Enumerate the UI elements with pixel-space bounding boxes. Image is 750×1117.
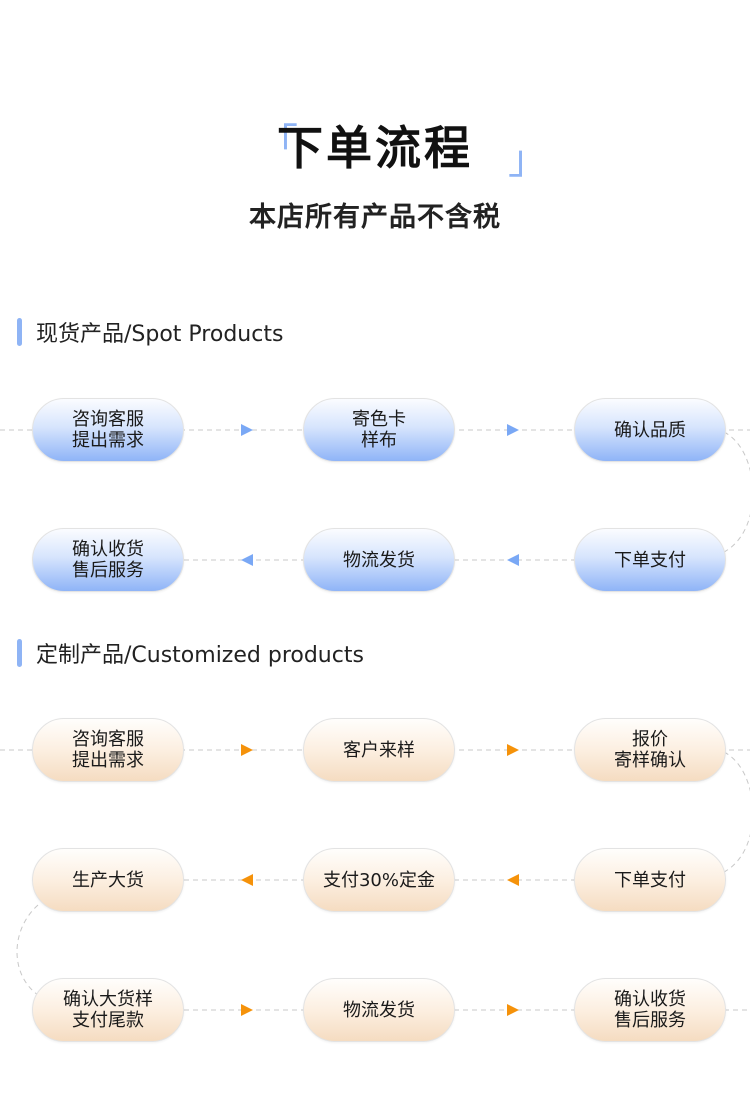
step-customer-sample: 客户来样 <box>303 718 455 782</box>
arrow-right-icon <box>507 744 519 756</box>
arrow-left-icon <box>507 874 519 886</box>
arrow-right-icon <box>241 1004 253 1016</box>
step-consult: 咨询客服 提出需求 <box>32 718 184 782</box>
arrow-right-icon <box>507 1004 519 1016</box>
step-shipping: 物流发货 <box>303 978 455 1042</box>
section-header-custom: 定制产品/Customized products <box>17 638 364 668</box>
title-bracket-close: 」 <box>508 137 548 183</box>
step-place-order: 下单支付 <box>574 528 726 592</box>
step-quote-sample: 报价 寄样确认 <box>574 718 726 782</box>
arrow-left-icon <box>241 874 253 886</box>
step-pay-deposit: 支付30%定金 <box>303 848 455 912</box>
page-title: 下单流程 <box>277 121 473 175</box>
title-bracket-open: 「 <box>258 121 298 167</box>
arrow-left-icon <box>507 554 519 566</box>
step-confirm-receipt: 确认收货 售后服务 <box>32 528 184 592</box>
step-confirm-receipt: 确认收货 售后服务 <box>574 978 726 1042</box>
step-confirm-quality: 确认品质 <box>574 398 726 462</box>
page-title-wrap: 下单流程 <box>0 118 750 178</box>
page-subtitle: 本店所有产品不含税 <box>249 202 501 233</box>
connector-curve <box>16 904 39 996</box>
connector-curve <box>723 751 750 873</box>
section-header-spot: 现货产品/Spot Products <box>17 317 283 347</box>
connector-curve <box>723 431 750 553</box>
section-title: 定制产品/Customized products <box>36 643 364 668</box>
step-send-color-card: 寄色卡 样布 <box>303 398 455 462</box>
section-title: 现货产品/Spot Products <box>36 322 284 347</box>
step-shipping: 物流发货 <box>303 528 455 592</box>
step-place-order: 下单支付 <box>574 848 726 912</box>
arrow-right-icon <box>507 424 519 436</box>
step-confirm-bulk-sample: 确认大货样 支付尾款 <box>32 978 184 1042</box>
section-accent-bar <box>17 639 22 667</box>
step-consult: 咨询客服 提出需求 <box>32 398 184 462</box>
arrow-left-icon <box>241 554 253 566</box>
arrow-right-icon <box>241 424 253 436</box>
arrow-right-icon <box>241 744 253 756</box>
step-production: 生产大货 <box>32 848 184 912</box>
section-accent-bar <box>17 318 22 346</box>
